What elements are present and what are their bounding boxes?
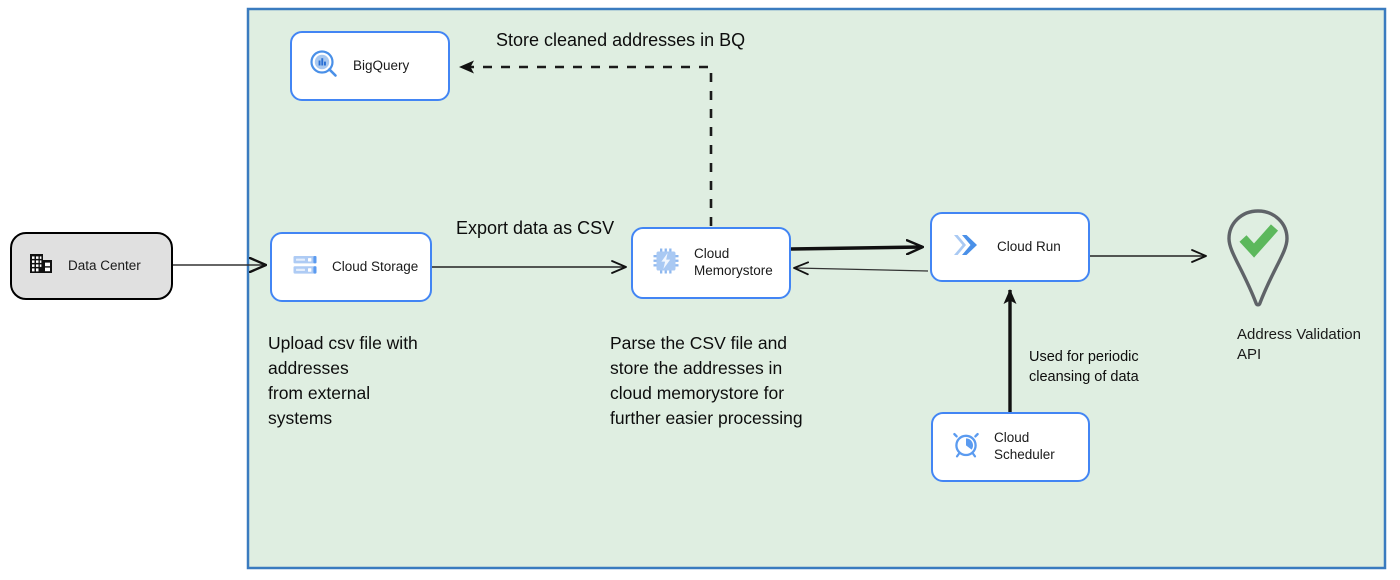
- annotation-parse-note: Parse the CSV file and store the address…: [610, 333, 803, 428]
- edge-label-store-cleaned-addresses: Store cleaned addresses in BQ: [496, 30, 746, 50]
- annotation-upload-note: Upload csv file with addresses from exte…: [268, 333, 418, 428]
- node-label-data-center: Data Center: [68, 257, 141, 273]
- cloud-storage-icon: [292, 252, 318, 283]
- cloud-scheduler-icon: [952, 431, 980, 464]
- node-cloud-run[interactable]: Cloud Run: [930, 212, 1090, 282]
- label-address-validation-api: Address Validation API: [1237, 326, 1361, 364]
- node-data-center[interactable]: Data Center: [10, 232, 173, 300]
- edge-memorystore-to-cloudrun: [790, 247, 922, 249]
- node-label-cloud-run: Cloud Run: [997, 238, 1061, 254]
- node-bigquery[interactable]: BigQuery: [290, 31, 450, 101]
- node-address-validation-api[interactable]: [1219, 205, 1297, 313]
- node-label-bigquery: BigQuery: [353, 57, 410, 73]
- cloud-run-icon: [951, 232, 981, 263]
- data-center-icon: [28, 251, 54, 282]
- cloud-boundary: [246, 7, 1387, 570]
- node-label-cloud-scheduler: Cloud Scheduler: [994, 430, 1055, 462]
- node-cloud-storage[interactable]: Cloud Storage: [270, 232, 432, 302]
- edge-cloudrun-to-memorystore: [793, 261, 929, 276]
- edge-label-periodic-cleansing: Used for periodic cleansing of data: [1029, 349, 1139, 386]
- node-cloud-scheduler[interactable]: Cloud Scheduler: [931, 412, 1090, 482]
- edge-label-export-data-as-csv: Export data as CSV: [456, 218, 615, 238]
- map-pin-check-icon: [1227, 209, 1289, 307]
- node-label-cloud-storage: Cloud Storage: [332, 258, 419, 274]
- edge-memorystore-to-bigquery: [459, 60, 713, 226]
- node-cloud-memorystore[interactable]: Cloud Memorystore: [631, 227, 791, 299]
- node-label-cloud-memorystore: Cloud Memorystore: [694, 246, 773, 278]
- bigquery-icon: [309, 49, 339, 84]
- cloud-memorystore-icon: [652, 247, 680, 280]
